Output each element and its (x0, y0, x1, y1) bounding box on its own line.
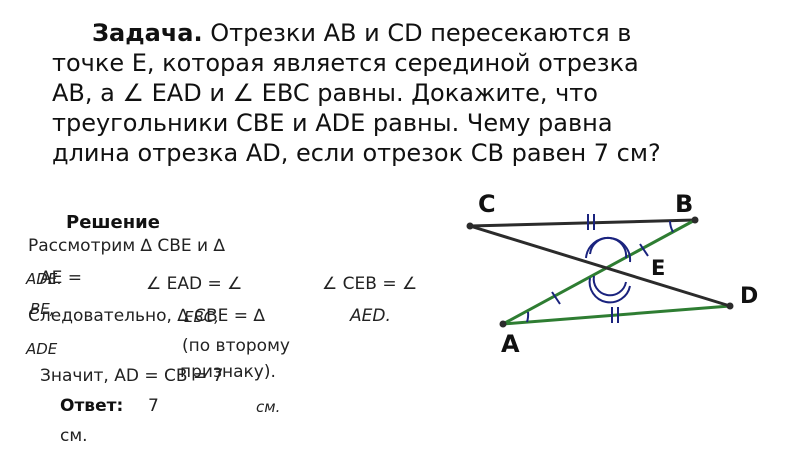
point-c (466, 222, 474, 230)
tick-eb (639, 243, 649, 257)
segment-cb (469, 218, 696, 228)
point-d (726, 302, 734, 310)
solution-therefore: Следовательно, ∆ CBE = ∆ (28, 306, 265, 326)
label-b: B (675, 190, 694, 218)
answer-label: Ответ: (60, 396, 124, 416)
label-e: E (651, 256, 666, 280)
segment-cd (469, 224, 731, 308)
angle-arc-e-top-2 (585, 236, 632, 263)
solution-criterion: (по второму (182, 336, 290, 356)
label-d: D (740, 284, 759, 309)
angle-arc-e-bottom-1 (592, 275, 627, 297)
label-a: A (501, 330, 520, 358)
segment-ab (502, 218, 696, 326)
solution-ae-equals-cont: BE, (30, 300, 55, 318)
problem-line-4: треугольники CBE и ADE равны. Чему равна (52, 109, 613, 137)
angle-arc-b (669, 220, 674, 233)
answer-unit: см. (60, 426, 88, 446)
problem-statement: Задача. Отрезки AB и CD пересекаются в т… (52, 18, 752, 168)
answer-value: 7 (148, 396, 159, 416)
solution-ae-equals: AE = (40, 268, 83, 288)
solution-consider: Рассмотрим ∆ CBE и ∆ (28, 236, 225, 256)
point-a (499, 320, 507, 328)
problem-line-3: AB, а ∠ EAD и ∠ EBC равны. Докажите, что (52, 79, 598, 107)
solution-angle-ceb-cont: AED. (350, 306, 391, 326)
solution-hence-unit: см. (256, 398, 281, 416)
problem-label: Задача. (92, 19, 203, 47)
angle-arc-e-bottom-2 (588, 277, 631, 304)
solution-criterion-cont: признаку). (180, 362, 276, 382)
solution-hence: Значит, AD = CB = 7 (40, 366, 224, 386)
solution-header: Решение (66, 212, 160, 233)
solution-angle-ead-cont: EBC, (184, 308, 220, 326)
angle-arc-a (526, 311, 530, 323)
label-c: C (478, 190, 496, 218)
problem-line-1: Задача. Отрезки AB и CD пересекаются в (92, 19, 632, 47)
segment-ad (502, 304, 731, 326)
problem-line-5: длина отрезка AD, если отрезок CB равен … (52, 139, 661, 167)
solution-angle-ceb: ∠ CEB = ∠ (322, 274, 418, 294)
point-b (691, 216, 699, 224)
solution-angle-ead: ∠ EAD = ∠ (146, 274, 243, 294)
solution-therefore-cont: ADE (26, 340, 58, 358)
tick-ae (551, 291, 561, 305)
problem-line-2: точке E, которая является серединой отре… (52, 49, 639, 77)
solution-consider-cont: ADE. (26, 270, 63, 288)
